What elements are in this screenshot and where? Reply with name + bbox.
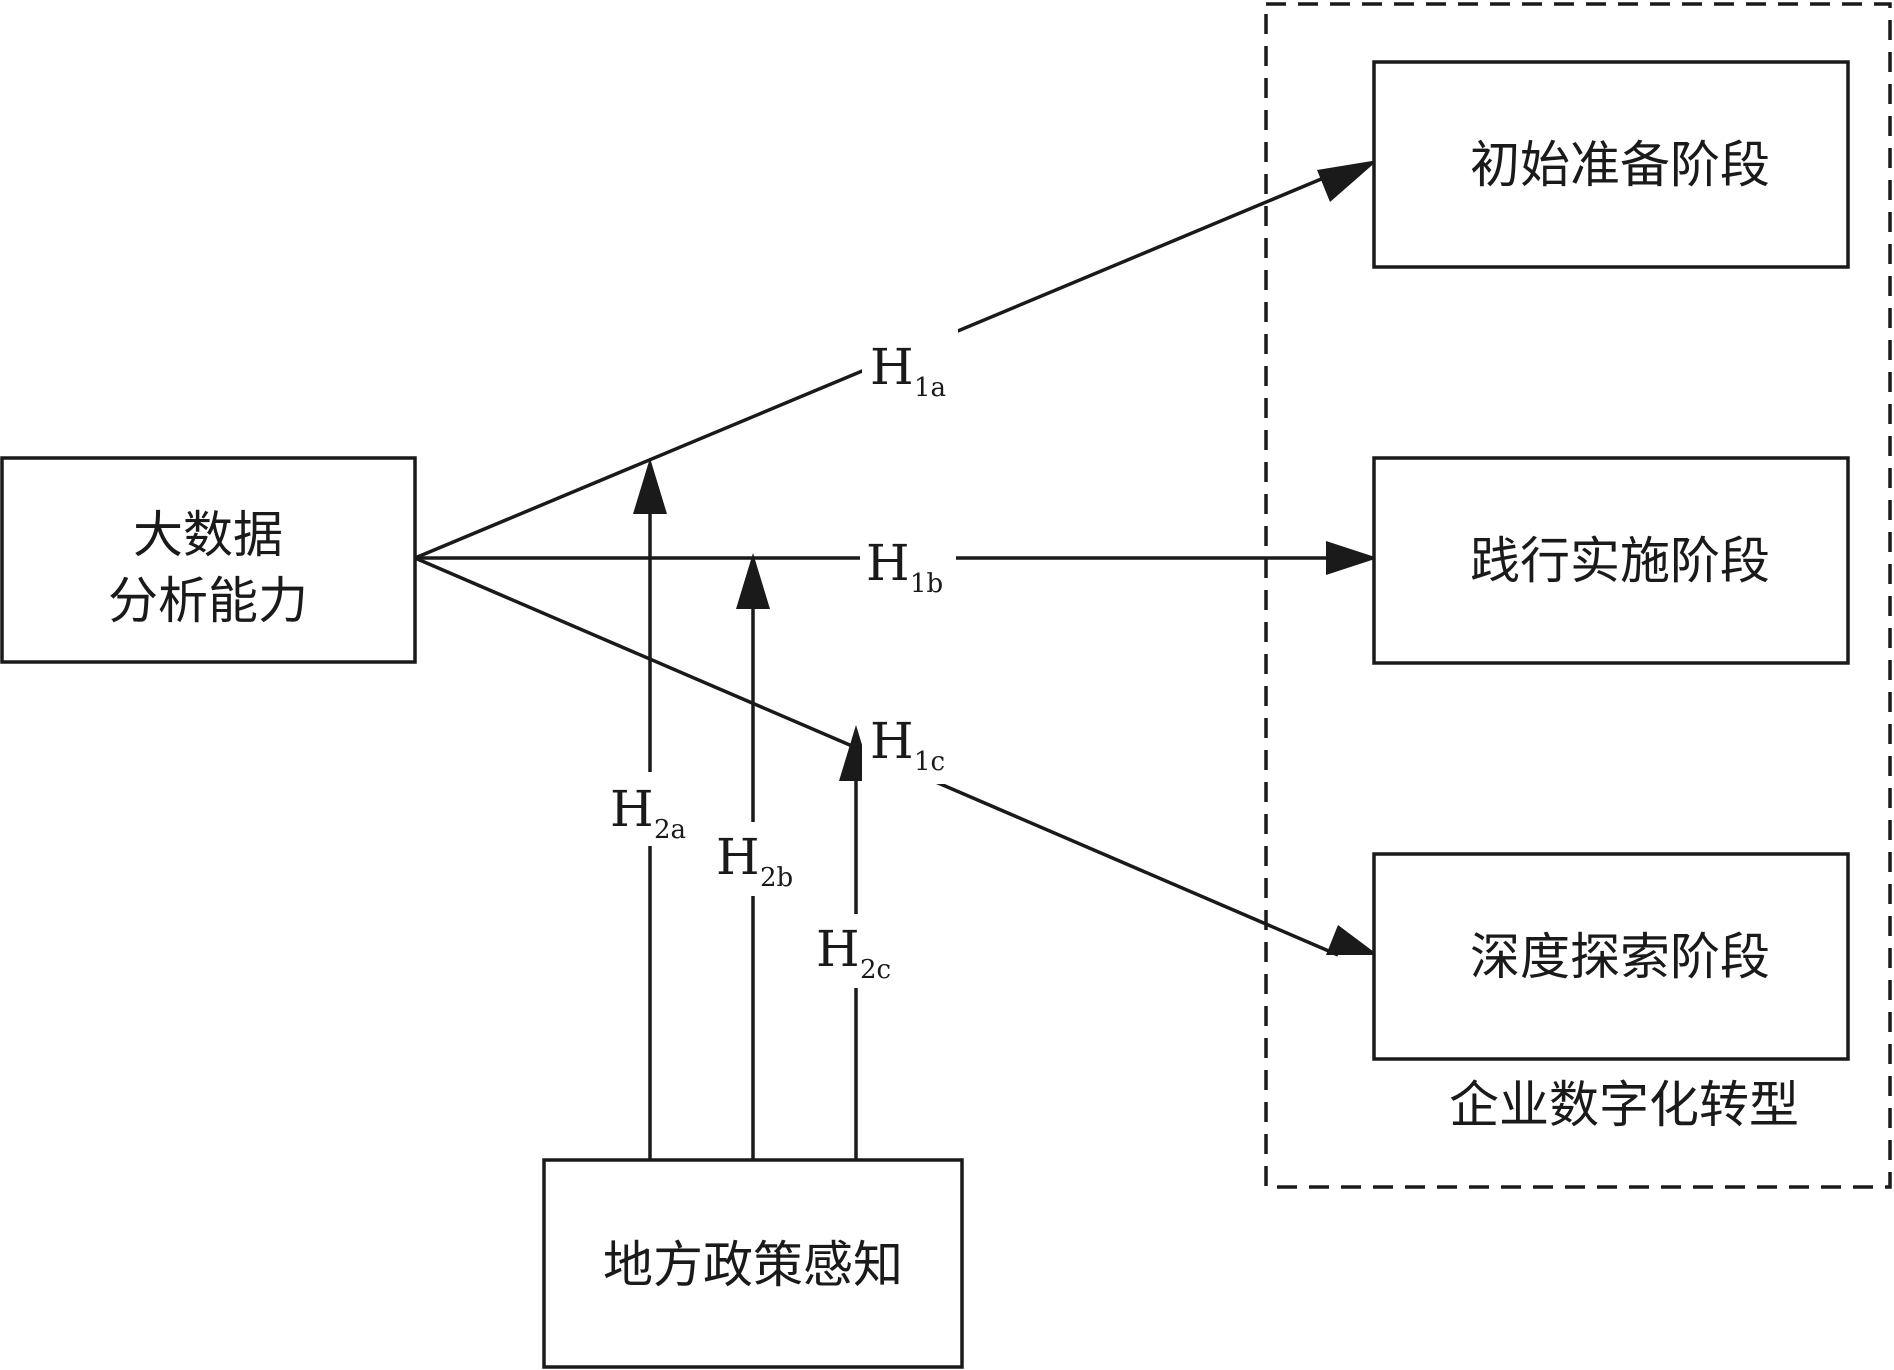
node-local-policy-box xyxy=(542,1158,964,1369)
label-h2b: H 2b xyxy=(716,828,793,893)
arrowhead-h2a xyxy=(633,458,667,514)
node-big-data-box xyxy=(0,456,417,664)
group-label-digital-transformation: 企业数字化转型 xyxy=(1449,1076,1799,1134)
label-h1c: H 1c xyxy=(870,712,945,777)
label-h1b: H 1b xyxy=(866,534,943,599)
node-stage-practice: 践行实施阶段 xyxy=(1372,456,1850,665)
label-h2c-sub: 2c xyxy=(860,955,891,985)
label-h1b-sub: 1b xyxy=(910,569,943,599)
arrowhead-h1c xyxy=(1326,925,1378,955)
node-stage-practice-label: 践行实施阶段 xyxy=(1470,532,1770,590)
node-big-data-capability: 大数据 分析能力 xyxy=(0,456,417,664)
node-local-policy-perception: 地方政策感知 xyxy=(542,1158,964,1369)
node-big-data-line1: 大数据 xyxy=(133,506,283,564)
node-stage-deep-label: 深度探索阶段 xyxy=(1470,928,1770,986)
label-h2c-main: H xyxy=(816,920,860,978)
label-h1a-sub: 1a xyxy=(914,373,946,403)
label-h2c: H 2c xyxy=(816,920,891,985)
node-stage-deep-box xyxy=(1372,852,1850,1061)
label-h2b-sub: 2b xyxy=(760,863,793,893)
node-local-policy-label: 地方政策感知 xyxy=(603,1236,903,1294)
label-h1c-main: H xyxy=(870,712,914,770)
label-h1a: H 1a xyxy=(870,338,946,403)
node-stage-practice-box xyxy=(1372,456,1850,665)
label-h1a-main: H xyxy=(870,338,914,396)
node-stage-initial-box xyxy=(1372,60,1850,269)
node-stage-initial-label: 初始准备阶段 xyxy=(1470,136,1770,194)
digital-transformation-group xyxy=(1264,2,1892,1189)
label-h1b-main: H xyxy=(866,534,910,592)
arrowhead-h1b xyxy=(1326,541,1378,575)
label-h2a-main: H xyxy=(610,780,654,838)
label-h2a-sub: 2a xyxy=(654,815,686,845)
arrowhead-h2b xyxy=(736,553,770,609)
label-h2a: H 2a xyxy=(610,780,686,845)
node-stage-initial: 初始准备阶段 xyxy=(1372,60,1850,269)
node-big-data-line2: 分析能力 xyxy=(108,572,308,630)
arrowhead-h1a xyxy=(1317,160,1378,202)
label-h2b-main: H xyxy=(716,828,760,886)
node-stage-deep: 深度探索阶段 xyxy=(1372,852,1850,1061)
label-h1c-sub: 1c xyxy=(914,747,945,777)
